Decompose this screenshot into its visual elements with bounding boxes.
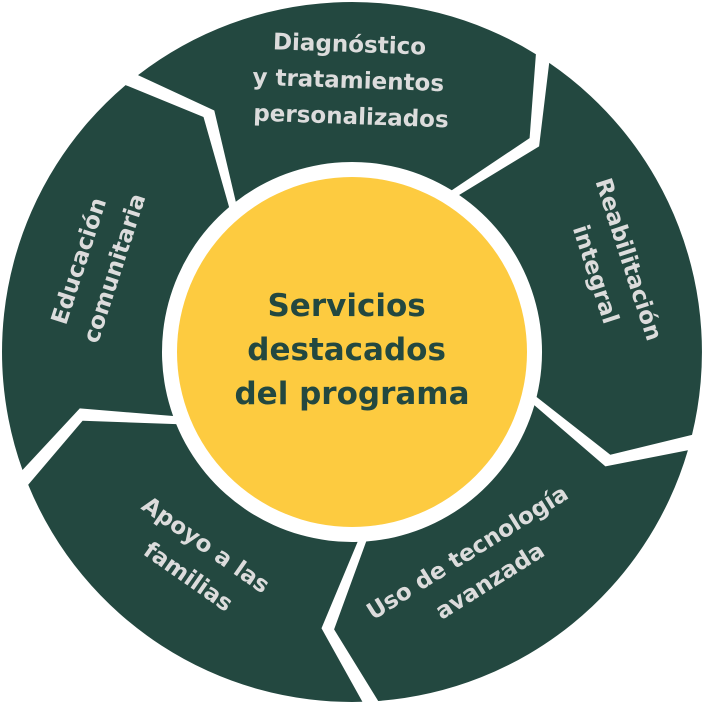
center-title: Servicios destacados del programa — [234, 288, 469, 412]
center-line: del programa — [234, 376, 469, 412]
label-line: Diagnóstico — [273, 29, 427, 60]
segment-label-diagnostico: Diagnóstico y tratamientos personalizado… — [251, 29, 454, 134]
segment-educacion — [2, 85, 230, 470]
segment-diagnostico — [138, 2, 536, 202]
svg-text:Diagnóstico y tratamient: Diagnóstico y tratamientos personalizado… — [251, 29, 454, 134]
segment-rehabilitacion — [459, 62, 702, 455]
segment-apoyo — [28, 420, 363, 702]
center-circle — [177, 177, 527, 527]
center-line: Servicios — [267, 288, 425, 324]
center-line: destacados — [247, 332, 446, 368]
segment-tecnologia — [334, 405, 688, 701]
